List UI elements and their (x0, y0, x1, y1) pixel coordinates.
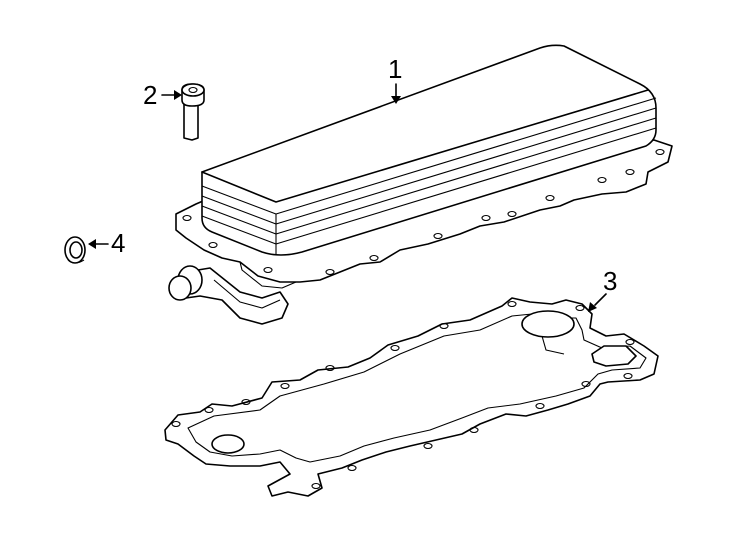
callout-label-1: 1 (388, 54, 402, 84)
arrowhead-4 (88, 239, 96, 249)
arrowhead-3 (588, 302, 597, 312)
leader-line-3 (594, 293, 607, 306)
callout-2: 2 (143, 80, 182, 110)
bolt-part-2[interactable] (181, 83, 205, 141)
callout-3: 3 (588, 266, 617, 312)
callout-1: 1 (388, 54, 402, 104)
oil-cooler-part-1[interactable] (168, 44, 673, 325)
seal-washer-part-4[interactable] (64, 236, 86, 264)
callout-label-3: 3 (603, 266, 617, 296)
arrowhead-2 (174, 90, 182, 100)
gasket-part-3[interactable] (164, 297, 659, 497)
callout-label-4: 4 (111, 228, 125, 258)
callout-label-2: 2 (143, 80, 157, 110)
arrowhead-1 (391, 96, 401, 104)
callout-4: 4 (88, 228, 125, 258)
